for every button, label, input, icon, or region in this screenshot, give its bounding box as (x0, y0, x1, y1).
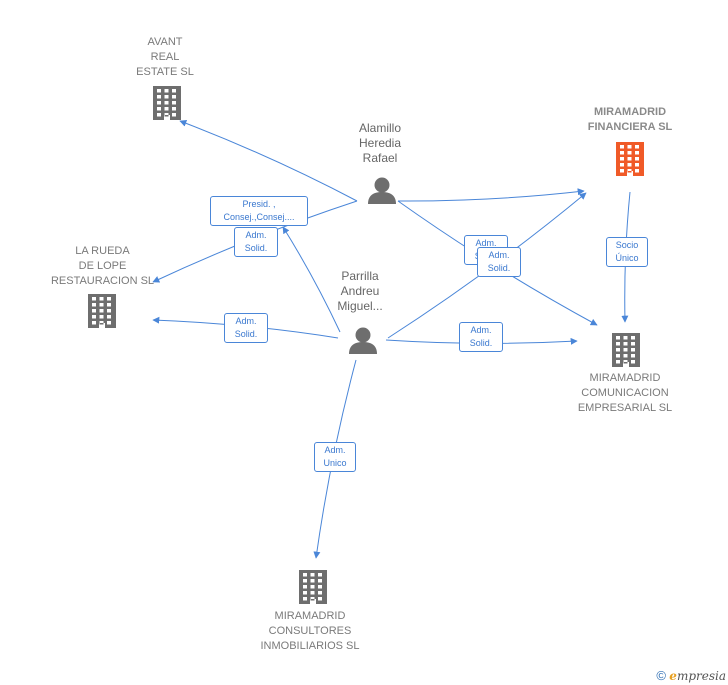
edge-label-line: Presid. , (242, 199, 276, 209)
edge-label-adm-unico[interactable]: Adm. Unico (314, 442, 356, 472)
building-icon-consultores[interactable] (299, 570, 327, 604)
node-label-line: DE LOPE (78, 260, 127, 272)
edge-label-line: Unico (323, 458, 347, 468)
node-label-line: RESTAURACION SL (50, 275, 155, 287)
edge-label-adm-solid-com-a[interactable]: Adm. Solid. (477, 247, 521, 277)
person-label-line: Heredia (358, 136, 402, 150)
node-label-line: EMPRESARIAL SL (577, 402, 673, 414)
edge-label-line: Consej.,Consej.... (223, 212, 295, 222)
node-label-line: REAL (150, 51, 180, 63)
person-label-line: Alamillo (358, 121, 401, 135)
edge-label-adm-solid-larueda-p[interactable]: Adm. Solid. (224, 313, 268, 343)
node-label-line: MIRAMADRID (589, 372, 661, 384)
edge-alamillo-avant (179, 119, 358, 202)
edge-label-adm-solid-com-p[interactable]: Adm. Solid. (459, 322, 503, 352)
person-icon-parrilla-body (349, 342, 377, 354)
edge-parrilla-avant (282, 226, 341, 333)
node-label-comunicacion[interactable]: MIRAMADRID COMUNICACION EMPRESARIAL SL (565, 371, 685, 416)
node-label-avant[interactable]: AVANT REAL ESTATE SL (120, 35, 210, 80)
node-label-financiera[interactable]: MIRAMADRID FINANCIERA SL (570, 105, 690, 135)
building-icon-comunicacion[interactable] (612, 333, 640, 367)
brand-logo-mark: e (669, 669, 677, 683)
edge-label-line: Socio (615, 240, 639, 250)
building-icon-larueda-shape (88, 294, 116, 328)
person-label-alamillo[interactable]: Alamillo Heredia Rafael (340, 121, 420, 166)
edge-label-socio-unico[interactable]: Socio Único (606, 237, 648, 267)
person-icon-alamillo-body (368, 192, 396, 204)
edge-label-line: Único (615, 253, 639, 263)
building-icon-avant-shape (153, 86, 181, 120)
brand-logo-text: mpresia (676, 669, 726, 683)
edge-label-line: Adm. (488, 250, 510, 260)
edge-label-presid[interactable]: Presid. , Consej.,Consej.... (210, 196, 308, 226)
edge-label-adm-solid-larueda-a[interactable]: Adm. Solid. (234, 227, 278, 257)
building-icon-comunicacion-shape (612, 333, 640, 367)
edge-label-line: Adm. (235, 316, 257, 326)
footer-brand[interactable]: © empresia (656, 668, 726, 683)
building-icon-financiera[interactable] (616, 142, 644, 176)
edge-label-line: Adm. (470, 325, 492, 335)
building-icon-financiera-shape (616, 142, 644, 176)
person-label-line: Miguel... (337, 299, 383, 313)
node-label-line: ESTATE SL (136, 66, 194, 78)
edge-label-line: Solid. (469, 338, 493, 348)
person-label-line: Andreu (340, 284, 380, 298)
edge-alamillo-financiera (397, 188, 585, 202)
node-label-larueda[interactable]: LA RUEDA DE LOPE RESTAURACION SL (40, 244, 165, 289)
person-label-parrilla[interactable]: Parrilla Andreu Miguel... (320, 269, 400, 314)
building-icon-larueda[interactable] (88, 294, 116, 328)
person-icon-parrilla[interactable] (349, 327, 377, 355)
person-icon-parrilla-head (355, 327, 371, 343)
edge-label-line: Adm. (475, 238, 497, 248)
person-label-line: Rafael (362, 151, 398, 165)
copyright-symbol: © (656, 668, 666, 683)
node-label-line: CONSULTORES (268, 625, 352, 637)
person-icon-alamillo-head (374, 177, 390, 193)
edge-label-line: Solid. (244, 243, 268, 253)
person-label-line: Parrilla (341, 269, 379, 283)
edge-label-line: Solid. (234, 329, 258, 339)
node-label-consultores[interactable]: MIRAMADRID CONSULTORES INMOBILIARIOS SL (250, 609, 370, 654)
edge-label-line: Solid. (487, 263, 511, 273)
node-label-line: LA RUEDA (75, 245, 130, 257)
edge-label-line: Adm. (324, 445, 346, 455)
node-label-line: MIRAMADRID (274, 610, 346, 622)
brand-logo: empresia (669, 669, 726, 683)
node-label-line: FINANCIERA SL (587, 121, 673, 133)
edge-label-line: Adm. (245, 230, 267, 240)
node-label-line: INMOBILIARIOS SL (260, 640, 360, 652)
node-label-line: COMUNICACION (581, 387, 669, 399)
node-label-line: AVANT (147, 36, 183, 48)
person-icon-alamillo[interactable] (368, 177, 396, 205)
node-label-line: MIRAMADRID (593, 106, 667, 118)
building-icon-avant[interactable] (153, 86, 181, 120)
building-icon-consultores-shape (299, 570, 327, 604)
